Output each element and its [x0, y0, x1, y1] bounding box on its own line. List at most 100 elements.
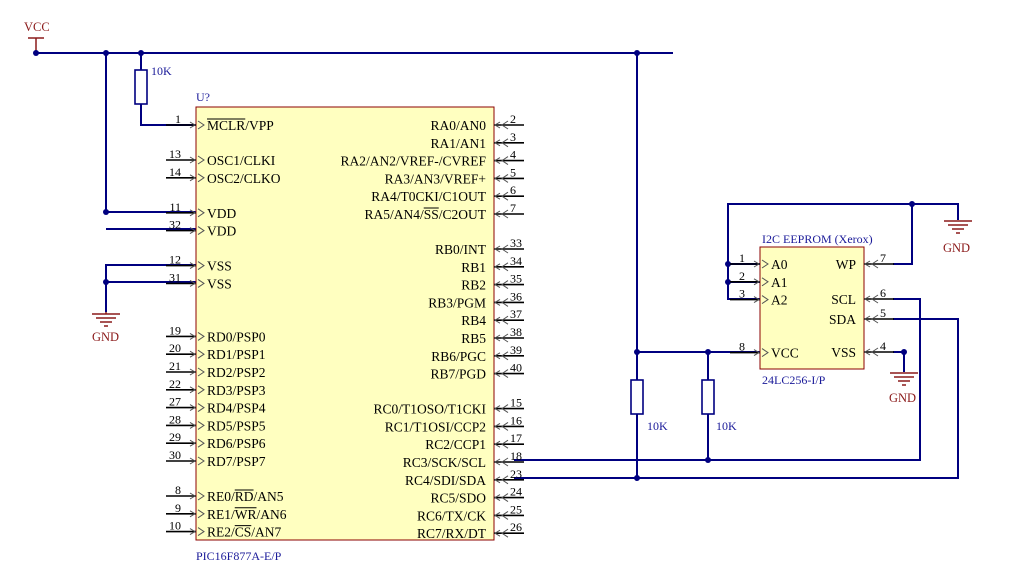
mcu-left-pin-label: RD4/PSP4 [207, 401, 266, 416]
eeprom-left-pin-label: A1 [771, 275, 788, 290]
mcu-left-pin-label: VSS [207, 259, 232, 274]
mcu-left-pin-number: 27 [169, 395, 181, 409]
mcu-left-pin-label: OSC1/CLKI [207, 153, 276, 168]
mcu-left-pin-number: 22 [169, 377, 181, 391]
mcu-right-pin-label: RC2/CCP1 [425, 437, 486, 452]
mcu-left-pin-number: 32 [169, 218, 181, 232]
eeprom-part: 24LC256-I/P [762, 373, 826, 387]
mcu-right-pin-label: RA3/AN3/VREF+ [385, 171, 486, 186]
mcu-right-pin-number: 26 [510, 520, 522, 534]
mcu-left-pin-27: 27 RD4/PSP4 [166, 395, 266, 416]
eeprom-right-pin-7: 7WP [836, 251, 894, 272]
mcu-right-pin-label: RB0/INT [435, 242, 487, 257]
mcu-left-pin-label: OSC2/CLKO [207, 171, 281, 186]
mcu-left-pin-label: MCLR/VPP [207, 118, 274, 133]
gnd-label-eeprom-vss: GND [889, 391, 916, 405]
vcc-label: VCC [24, 20, 50, 34]
mcu-part: PIC16F877A-E/P [196, 549, 282, 563]
mcu-left-pin-number: 20 [169, 341, 181, 355]
eeprom-right-pin-label: WP [836, 257, 856, 272]
mcu-left-pin-label: RE2/CS/AN7 [207, 525, 282, 540]
eeprom-right-pin-number: 5 [880, 306, 886, 320]
eeprom-right-pin-number: 6 [880, 286, 886, 300]
mcu-right-pin-number: 35 [510, 272, 522, 286]
mcu-right-pin-6: 6 RA4/T0CKI/C1OUT [371, 183, 524, 204]
eeprom-right-pin-number: 4 [880, 339, 886, 353]
mcu-right-pin-label: RB6/PGC [431, 349, 486, 364]
mcu-left-pin-label: RD3/PSP3 [207, 383, 266, 398]
mcu-right-pin-number: 24 [510, 485, 522, 499]
mcu-left-pin-10: 10 RE2/CS/AN7 [166, 519, 282, 540]
gnd-label-mcu: GND [92, 330, 119, 344]
mcu-left-pin-label: RD6/PSP6 [207, 436, 266, 451]
mcu-right-pin-number: 15 [510, 396, 522, 410]
mcu-right-pin-23: 23 RC4/SDI/SDA [405, 467, 524, 488]
eeprom-left-pin-number: 8 [739, 340, 745, 354]
mcu-right-pin-number: 33 [510, 236, 522, 250]
mcu-left-pin-label: RD2/PSP2 [207, 365, 266, 380]
eeprom-right-pin-4: 4 VSS [831, 339, 894, 360]
mcu-left-pin-22: 22 RD3/PSP3 [166, 377, 266, 398]
mcu-left-pin-number: 11 [169, 200, 181, 214]
mcu-left-pin-label: RD1/PSP1 [207, 347, 266, 362]
mcu-left-pin-label: RD0/PSP0 [207, 329, 266, 344]
mcu-right-pin-label: RB2 [461, 278, 486, 293]
mcu-right-pin-number: 37 [510, 307, 522, 321]
mcu-right-pin-label: RC3/SCK/SCL [403, 455, 486, 470]
mcu-right-pin-number: 40 [510, 361, 522, 375]
mcu-right-pin-number: 16 [510, 413, 522, 427]
mcu-left-pin-number: 19 [169, 323, 181, 337]
mcu-left-pin-number: 14 [169, 165, 181, 179]
mcu-left-pin-number: 10 [169, 519, 181, 533]
mcu-right-pin-label: RA5/AN4/SS/C2OUT [364, 207, 486, 222]
mcu-right-pin-label: RA4/T0CKI/C1OUT [371, 189, 487, 204]
eeprom-left-pin-1: 1 A0 [730, 251, 788, 272]
mcu-right-pin-number: 34 [510, 254, 522, 268]
mcu-right-pin-number: 6 [510, 183, 516, 197]
gnd-symbol-mcu: GND [92, 312, 120, 344]
mcu-right-pin-label: RC4/SDI/SDA [405, 473, 486, 488]
eeprom-left-pin-number: 1 [739, 251, 745, 265]
mcu-ref: U? [196, 90, 210, 104]
mcu-right-pin-label: RC0/T1OSO/T1CKI [373, 402, 486, 417]
mcu-right-pin-number: 18 [510, 449, 522, 463]
mcu-right-pin-number: 4 [510, 148, 516, 162]
mcu-right-pin-35: 35 RB2 [461, 272, 524, 293]
mcu-left-pin-number: 1 [175, 112, 181, 126]
mcu-right-pin-number: 23 [510, 467, 522, 481]
mcu-right-pin-label: RC7/RX/DT [417, 526, 487, 541]
mcu-left-pin-number: 21 [169, 359, 181, 373]
mcu-right-pin-15: 15 RC0/T1OSO/T1CKI [373, 396, 524, 417]
mcu-left-pin-label: RD7/PSP7 [207, 454, 266, 469]
mcu-left-pin-number: 28 [169, 412, 181, 426]
eeprom-left-pin-label: A0 [771, 257, 788, 272]
mcu-left-pin-label: VSS [207, 276, 232, 291]
eeprom-right-pin-label: VSS [831, 345, 856, 360]
mcu-right-pin-label: RA0/AN0 [430, 118, 486, 133]
